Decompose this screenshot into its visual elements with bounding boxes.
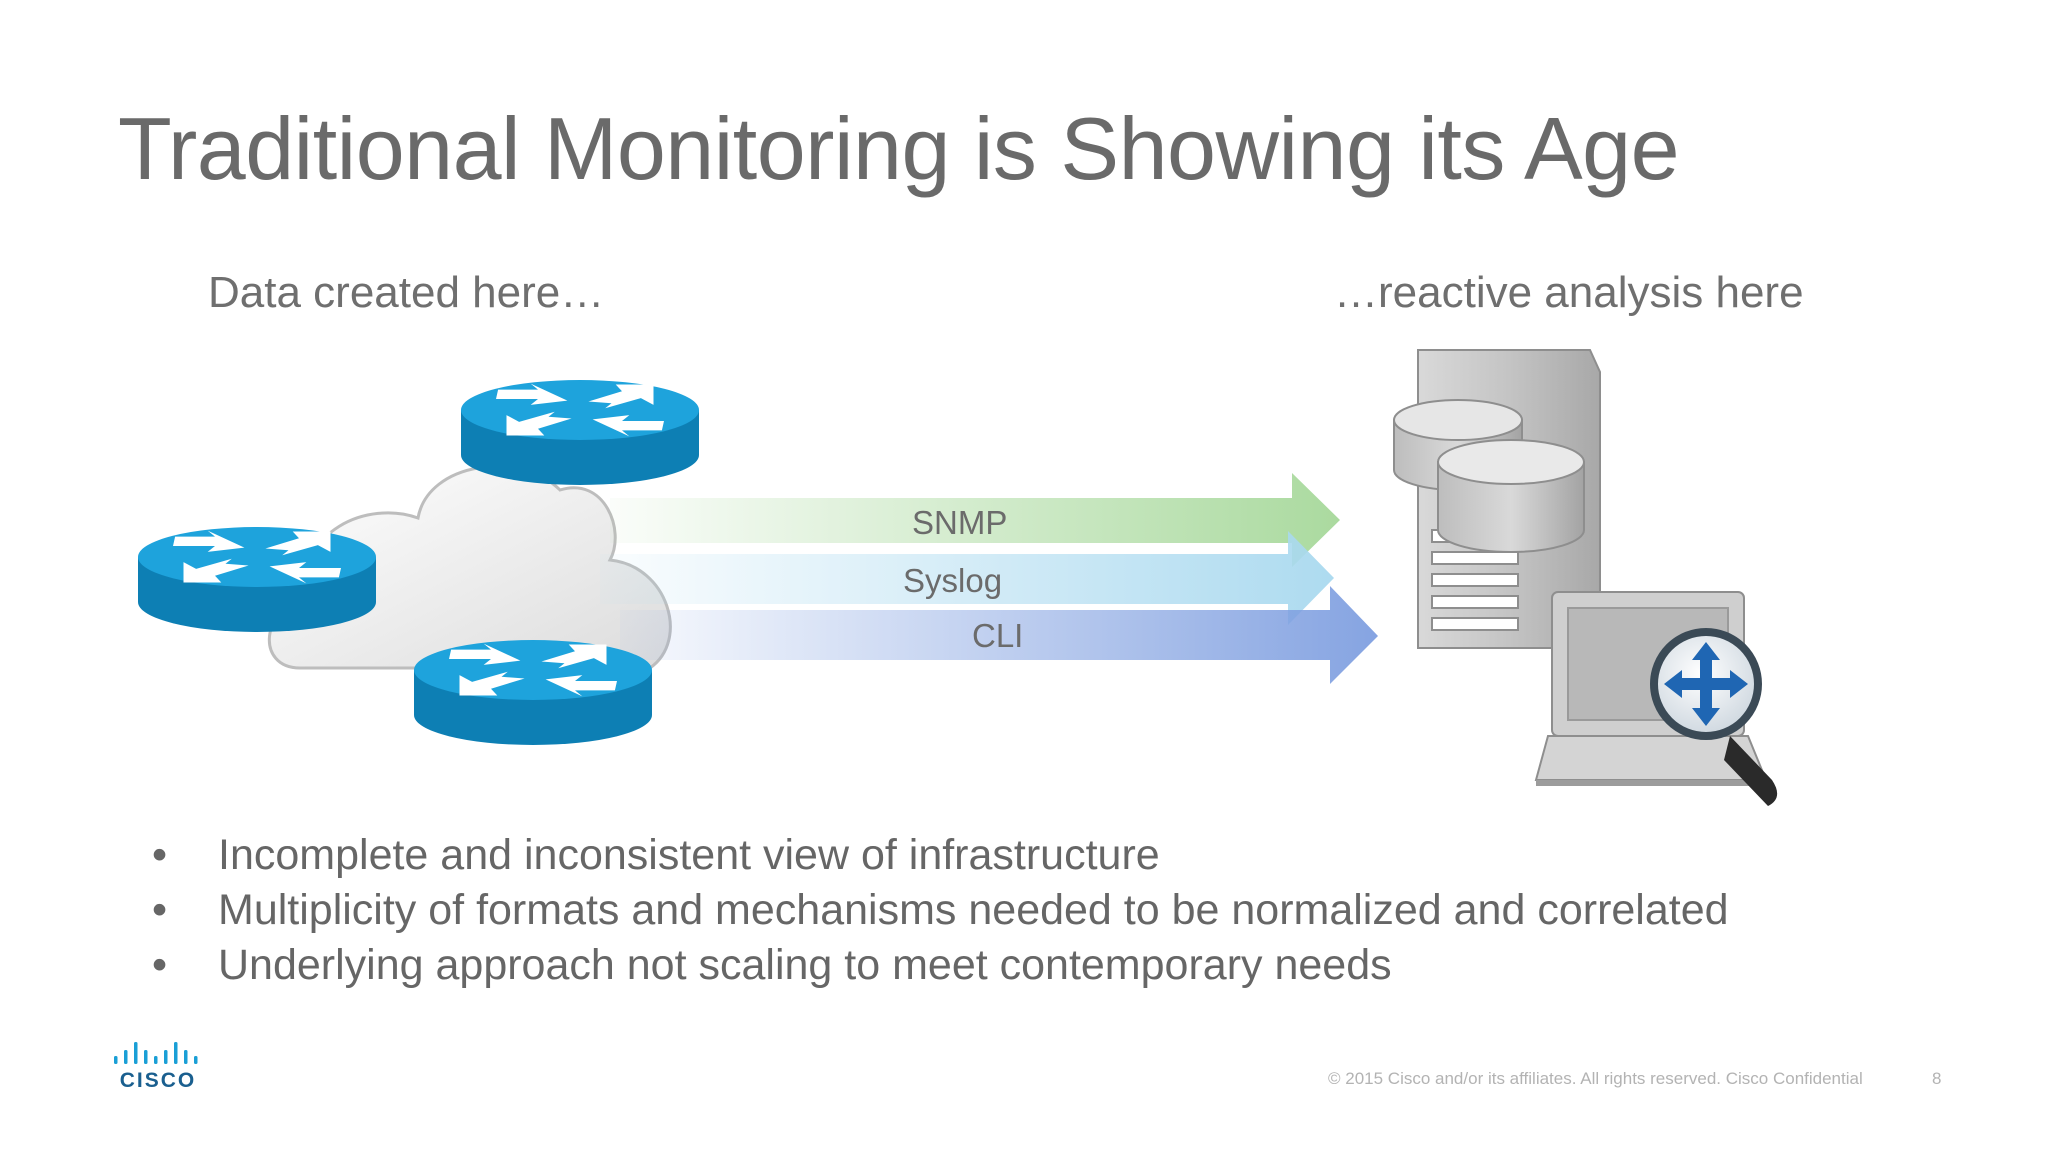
bullet-list: • Incomplete and inconsistent view of in… xyxy=(148,828,1729,993)
bullet-text: Underlying approach not scaling to meet … xyxy=(218,941,1392,989)
router-icon xyxy=(138,527,376,632)
protocol-arrows xyxy=(600,473,1378,684)
cisco-logo: cisco xyxy=(114,1042,198,1090)
bullet-item: • Underlying approach not scaling to mee… xyxy=(148,938,1729,993)
router-icon xyxy=(414,640,652,745)
cli-arrow xyxy=(620,586,1378,684)
snmp-label: SNMP xyxy=(912,504,1007,541)
database-icon xyxy=(1393,399,1585,553)
syslog-arrow xyxy=(600,531,1334,625)
caption-data-created: Data created here… xyxy=(208,268,605,317)
monitoring-diagram: SNMP Syslog CLI xyxy=(138,349,1778,806)
bullet-item: • Multiplicity of formats and mechanisms… xyxy=(148,883,1729,938)
slide-title: Traditional Monitoring is Showing its Ag… xyxy=(118,99,1680,198)
router-icon xyxy=(461,380,699,485)
bullet-text: Multiplicity of formats and mechanisms n… xyxy=(218,886,1729,934)
snmp-arrow xyxy=(610,473,1340,567)
bullet-marker: • xyxy=(152,941,168,989)
svg-text:cisco: cisco xyxy=(120,1069,197,1090)
footer-copyright: © 2015 Cisco and/or its affiliates. All … xyxy=(1328,1069,1863,1088)
cli-label: CLI xyxy=(972,617,1023,654)
magnifier-icon xyxy=(1650,628,1778,806)
caption-reactive-analysis: …reactive analysis here xyxy=(1334,268,1804,317)
page-number: 8 xyxy=(1932,1069,1942,1088)
syslog-label: Syslog xyxy=(903,562,1002,599)
bullet-marker: • xyxy=(152,831,168,879)
bullet-text: Incomplete and inconsistent view of infr… xyxy=(218,831,1160,879)
bullet-marker: • xyxy=(152,886,168,934)
bullet-item: • Incomplete and inconsistent view of in… xyxy=(148,828,1729,883)
